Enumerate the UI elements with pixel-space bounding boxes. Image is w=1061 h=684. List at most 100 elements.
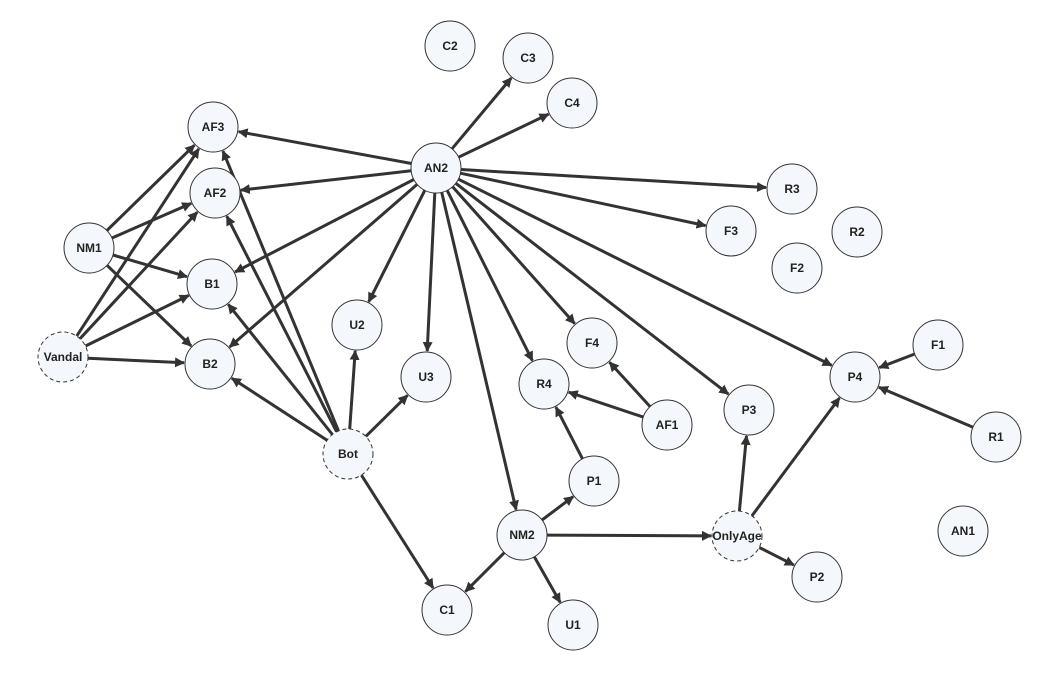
- edge-an2-to-c4: [457, 112, 550, 159]
- node-circle[interactable]: [566, 317, 618, 369]
- node-u2[interactable]: U2: [331, 299, 383, 351]
- node-label: C1: [439, 603, 455, 617]
- node-circle[interactable]: [791, 551, 843, 603]
- edge-nm2-to-p1: [541, 495, 575, 522]
- node-nm1[interactable]: NM1: [63, 222, 115, 274]
- node-u1[interactable]: U1: [547, 599, 599, 651]
- edge-an2-to-nm2: [440, 191, 519, 511]
- node-circle[interactable]: [400, 351, 452, 403]
- node-label: U1: [565, 618, 581, 632]
- node-label: R1: [988, 430, 1004, 444]
- node-af2[interactable]: AF2: [189, 167, 241, 219]
- node-af1[interactable]: AF1: [641, 399, 693, 451]
- node-circle[interactable]: [766, 163, 818, 215]
- edge-bot-to-u3: [364, 394, 409, 438]
- node-circle[interactable]: [502, 32, 554, 84]
- node-c3[interactable]: C3: [502, 32, 554, 84]
- node-circle[interactable]: [547, 599, 599, 651]
- edge-f1-to-p4: [878, 352, 916, 370]
- node-r2[interactable]: R2: [831, 206, 883, 258]
- edge-onlyage-to-p4: [750, 397, 841, 517]
- node-vandal[interactable]: Vandal: [37, 331, 89, 383]
- edge-bot-to-c1: [360, 474, 435, 589]
- edge-an2-to-p3: [454, 182, 730, 396]
- node-circle[interactable]: [546, 77, 598, 129]
- node-circle[interactable]: [322, 428, 374, 480]
- node-label: C3: [520, 51, 536, 65]
- node-r4[interactable]: R4: [518, 358, 570, 410]
- node-af3[interactable]: AF3: [187, 101, 239, 153]
- node-circle[interactable]: [831, 206, 883, 258]
- node-label: AF2: [204, 186, 227, 200]
- node-circle[interactable]: [970, 411, 1022, 463]
- node-circle[interactable]: [331, 299, 383, 351]
- edge-onlyage-to-p2: [758, 546, 795, 567]
- node-circle[interactable]: [705, 205, 757, 257]
- node-circle[interactable]: [63, 222, 115, 274]
- node-an2[interactable]: AN2: [410, 142, 462, 194]
- edge-layer: [75, 76, 974, 604]
- node-circle[interactable]: [771, 242, 823, 294]
- node-bot[interactable]: Bot: [322, 428, 374, 480]
- node-c4[interactable]: C4: [546, 77, 598, 129]
- node-f1[interactable]: F1: [912, 319, 964, 371]
- edge-nm2-to-onlyage: [546, 530, 712, 541]
- edge-an2-to-r4: [445, 189, 534, 362]
- edge-bot-to-af2: [225, 215, 338, 433]
- node-label: B1: [204, 277, 220, 291]
- node-label: NM1: [76, 241, 102, 255]
- node-circle[interactable]: [186, 258, 238, 310]
- edge-an2-to-f3: [460, 171, 707, 229]
- node-label: AN1: [951, 524, 975, 538]
- node-circle[interactable]: [518, 358, 570, 410]
- node-onlyage[interactable]: OnlyAge: [711, 510, 763, 562]
- node-r1[interactable]: R1: [970, 411, 1022, 463]
- node-label: U2: [349, 318, 365, 332]
- node-label: NM2: [509, 528, 535, 542]
- edge-nm1-to-b2: [105, 264, 193, 348]
- node-circle[interactable]: [496, 509, 548, 561]
- node-p4[interactable]: P4: [829, 351, 881, 403]
- node-c1[interactable]: C1: [421, 584, 473, 636]
- node-circle[interactable]: [723, 384, 775, 436]
- node-f4[interactable]: F4: [566, 317, 618, 369]
- node-circle[interactable]: [641, 399, 693, 451]
- node-label: B2: [202, 357, 218, 371]
- node-f3[interactable]: F3: [705, 205, 757, 257]
- node-circle[interactable]: [421, 584, 473, 636]
- node-circle[interactable]: [711, 510, 763, 562]
- node-p2[interactable]: P2: [791, 551, 843, 603]
- node-u3[interactable]: U3: [400, 351, 452, 403]
- node-p1[interactable]: P1: [568, 455, 620, 507]
- node-circle[interactable]: [937, 505, 989, 557]
- node-circle[interactable]: [568, 455, 620, 507]
- node-label: R3: [784, 182, 800, 196]
- node-label: F2: [790, 261, 804, 275]
- node-label: R2: [849, 225, 865, 239]
- node-r3[interactable]: R3: [766, 163, 818, 215]
- edge-an2-to-u3: [422, 192, 437, 352]
- edge-onlyage-to-p3: [737, 434, 751, 512]
- node-label: F3: [724, 224, 738, 238]
- node-circle[interactable]: [829, 351, 881, 403]
- edge-nm2-to-c1: [464, 551, 506, 593]
- edge-an2-to-r3: [460, 168, 767, 192]
- node-circle[interactable]: [424, 20, 476, 72]
- edge-nm1-to-af3: [105, 144, 196, 232]
- node-f2[interactable]: F2: [771, 242, 823, 294]
- node-nm2[interactable]: NM2: [496, 509, 548, 561]
- node-b2[interactable]: B2: [184, 338, 236, 390]
- node-b1[interactable]: B1: [186, 258, 238, 310]
- node-circle[interactable]: [410, 142, 462, 194]
- node-circle[interactable]: [189, 167, 241, 219]
- node-circle[interactable]: [912, 319, 964, 371]
- edge-an2-to-p4: [457, 177, 833, 367]
- edge-af1-to-r4: [567, 390, 644, 419]
- node-circle[interactable]: [184, 338, 236, 390]
- node-an1[interactable]: AN1: [937, 505, 989, 557]
- node-circle[interactable]: [187, 101, 239, 153]
- node-label: P2: [810, 570, 825, 584]
- node-p3[interactable]: P3: [723, 384, 775, 436]
- node-c2[interactable]: C2: [424, 20, 476, 72]
- node-circle[interactable]: [37, 331, 89, 383]
